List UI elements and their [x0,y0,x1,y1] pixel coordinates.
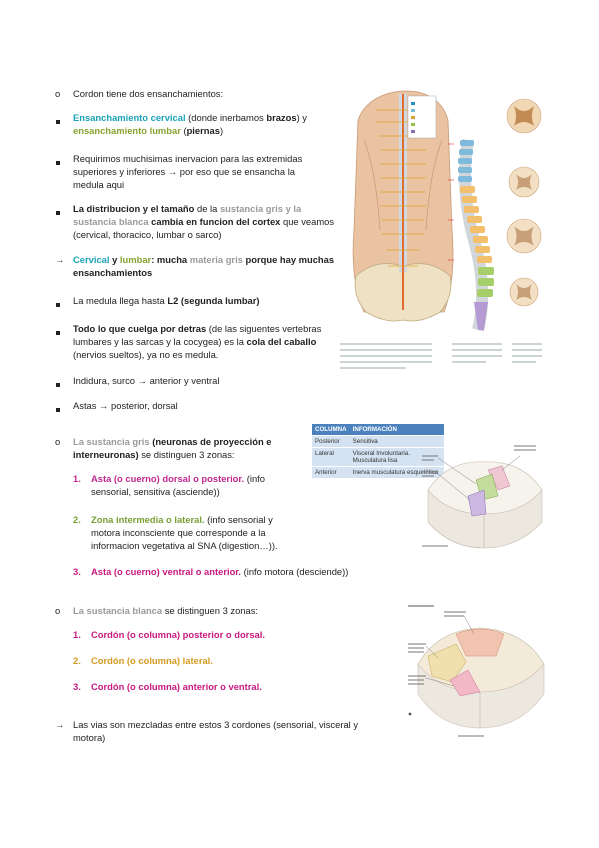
list-number: 3. [73,566,81,577]
bullet-square [56,402,60,415]
text-line: Zona intermedia o lateral. (info sensori… [91,514,273,525]
bullet-square [56,155,60,168]
table-row: Anterior Inerva musculatura esquelética [312,466,444,478]
text-line: La distribucion y el tamaño de la sustan… [73,203,302,214]
text-line: Cordon tiene dos ensanchamientos: [73,88,224,99]
bullet-circle: o [55,88,61,99]
bullet-square [56,297,60,310]
list-number: 1. [73,473,81,484]
bullet-arrow: → [55,719,65,730]
text-line: Asta (o cuerno) ventral o anterior. (inf… [91,566,349,577]
columns-info-table: COLUMNA INFORMACIÓN Posterior Sensitiva … [312,424,444,478]
text-line: sustancia blanca cambia en funcion del c… [73,216,335,227]
list-number: 3. [73,681,81,692]
text-line: Asta (o cuerno) dorsal o posterior. (inf… [91,473,265,484]
text-line: informacion vegetativa al SNA (digestion… [91,540,278,551]
text-line: Cordón (o columna) posterior o dorsal. [91,629,265,640]
text-line: motora) [73,732,106,743]
text-line: Todo lo que cuelga por detras (de las si… [73,323,322,334]
bullet-circle: o [55,436,61,447]
text-line: sensorial, sensitiva (asciende)) [91,486,220,497]
text-line: Cervical y lumbar: mucha materia gris po… [73,254,335,265]
white-matter-cordons-figure [408,605,545,737]
text-line: La sustancia blanca se distinguen 3 zona… [73,605,259,616]
bullet-square [56,377,60,390]
table-header-cell: INFORMACIÓN [349,424,444,436]
text-line: ensanchamientos [73,267,153,278]
table-cell: Visceral Involuntaria. Musculatura lisa [349,447,444,467]
table-header-cell: COLUMNA [312,424,350,436]
table-cell: Posterior [312,435,350,448]
table-cell: Lateral [312,447,350,467]
bullet-arrow: → [55,254,65,265]
table-row: Posterior Sensitiva [312,435,444,448]
text-line: La medula llega hasta L2 (segunda lumbar… [73,295,260,306]
text-line: Cordón (o columna) anterior o ventral. [91,681,262,692]
table-cell: Anterior [312,466,350,478]
text-line: La sustancia gris (neuronas de proyecció… [73,436,272,447]
text-line: ensanchamiento lumbar (piernas) [73,125,224,136]
bullet-square [56,205,60,218]
spinal-cord-anatomy-figure [336,80,544,410]
bullet-circle: o [55,605,61,616]
text-line: Cordón (o columna) lateral. [91,655,213,666]
table-row: Lateral Visceral Involuntaria. Musculatu… [312,447,444,467]
text-line: superiores y inferiores → por eso que se… [73,166,295,177]
table-cell: Sensitiva [349,435,444,448]
text-line: motora inconsciente que corresponde a la [91,527,266,538]
text-line: Astas → posterior, dorsal [73,400,178,411]
bullet-square [56,325,60,338]
list-number: 2. [73,655,81,666]
text-line: (nervios sueltos), ya no es medula. [73,349,219,360]
text-line: medula aqui [73,179,125,190]
gray-matter-section-figure [422,445,543,549]
text-line: lumbares y las sarcas y la cocygea) es l… [73,336,317,347]
text-line: Ensanchamiento cervical (donde inerbamos… [73,112,307,123]
text-line: Indidura, surco → anterior y ventral [73,375,220,386]
table-cell: Inerva musculatura esquelética [349,466,444,478]
list-number: 1. [73,629,81,640]
text-line: Requirimos muchisimas inervacion para la… [73,153,303,164]
text-line: interneuronas) se distinguen 3 zonas: [73,449,235,460]
text-line: Las vias son mezcladas entre estos 3 cor… [73,719,359,730]
list-number: 2. [73,514,81,525]
bullet-square [56,114,60,127]
text-line: (cervical, thoracico, lumbar o sarco) [73,229,222,240]
